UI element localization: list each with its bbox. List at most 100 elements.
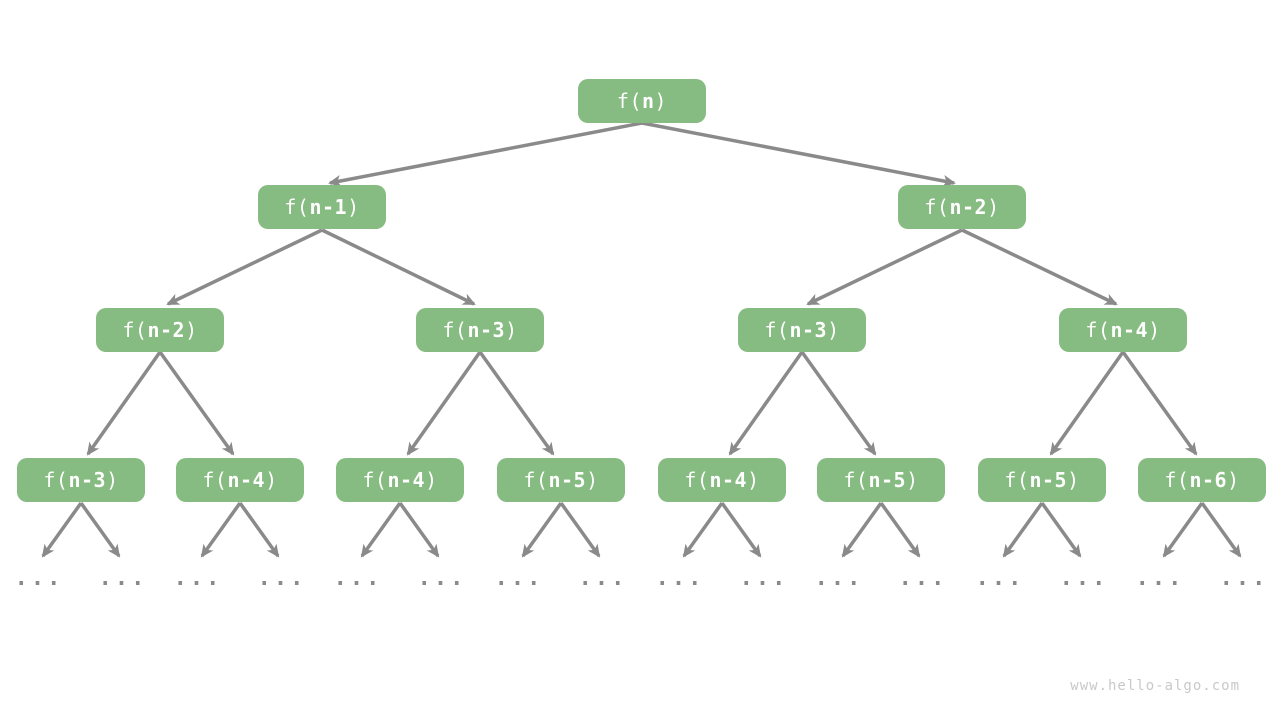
ellipsis: ... [257, 566, 307, 591]
edge [879, 501, 921, 558]
node-label-post: ) [586, 468, 599, 492]
node-label-pre: f( [1004, 468, 1030, 492]
ellipsis: ... [1059, 566, 1109, 591]
edge [720, 501, 762, 558]
edge [559, 501, 601, 558]
node-label-post: ) [1148, 318, 1161, 342]
ellipsis: ... [333, 566, 383, 591]
edge [841, 501, 883, 558]
edge [961, 228, 1118, 306]
tree-node: f(n-3) [17, 458, 145, 502]
tree-node: f(n-5) [978, 458, 1106, 502]
edge [1121, 350, 1198, 456]
ellipsis: ... [417, 566, 467, 591]
node-label-post: ) [106, 468, 119, 492]
edge [641, 121, 956, 187]
node-label-pre: f( [442, 318, 468, 342]
edge [86, 350, 162, 456]
node-label-post: ) [654, 89, 668, 113]
node-label-post: ) [747, 468, 760, 492]
tree-node: f(n-5) [817, 458, 945, 502]
node-label-post: ) [425, 468, 438, 492]
tree-node-root: f(n) [578, 79, 706, 123]
node-label-pre: f( [284, 195, 310, 219]
tree-node: f(n-4) [176, 458, 304, 502]
ellipsis: ... [814, 566, 864, 591]
tree-node: f(n-5) [497, 458, 625, 502]
tree-node: f(n-3) [738, 308, 866, 352]
edge [728, 350, 804, 456]
node-label-pre: f( [122, 318, 148, 342]
node-label-post: ) [1067, 468, 1080, 492]
node-label-arg: n-2 [949, 195, 988, 219]
edge [406, 350, 482, 456]
watermark: www.hello-algo.com [1070, 678, 1240, 694]
node-label-post: ) [987, 195, 1000, 219]
node-label-arg: n-4 [1110, 318, 1149, 342]
node-label-post: ) [265, 468, 278, 492]
node-label-pre: f( [924, 195, 950, 219]
node-label-arg: n-5 [548, 468, 587, 492]
ellipsis: ... [739, 566, 789, 591]
node-label-arg: n-5 [1029, 468, 1068, 492]
ellipsis: ... [975, 566, 1025, 591]
edge [200, 501, 242, 558]
node-label-arg: n-2 [147, 318, 186, 342]
edge [321, 228, 476, 306]
tree-node: f(n-2) [96, 308, 224, 352]
node-label-arg: n-3 [789, 318, 828, 342]
edge [360, 501, 402, 558]
ellipsis: ... [655, 566, 705, 591]
edge [800, 350, 877, 456]
tree-node: f(n-2) [898, 185, 1026, 229]
node-label-pre: f( [1085, 318, 1111, 342]
edge [1049, 350, 1125, 456]
ellipsis: ... [494, 566, 544, 591]
node-label-pre: f( [616, 89, 642, 113]
edge [1200, 501, 1242, 558]
node-label-pre: f( [523, 468, 549, 492]
node-label-post: ) [505, 318, 518, 342]
edge [806, 228, 963, 306]
node-label-arg: n [642, 89, 655, 113]
node-label-arg: n-4 [709, 468, 748, 492]
ellipsis: ... [1135, 566, 1185, 591]
node-label-arg: n-5 [868, 468, 907, 492]
node-label-pre: f( [1164, 468, 1190, 492]
edge [166, 228, 323, 306]
node-label-post: ) [185, 318, 198, 342]
ellipsis: ... [173, 566, 223, 591]
tree-node: f(n-4) [336, 458, 464, 502]
tree-node: f(n-4) [1059, 308, 1187, 352]
ellipsis: ... [1219, 566, 1269, 591]
node-label-arg: n-1 [309, 195, 348, 219]
ellipsis: ... [898, 566, 948, 591]
node-label-pre: f( [43, 468, 69, 492]
node-label-post: ) [906, 468, 919, 492]
node-label-arg: n-4 [387, 468, 426, 492]
tree-node: f(n-3) [416, 308, 544, 352]
node-label-arg: n-4 [227, 468, 266, 492]
node-label-pre: f( [202, 468, 228, 492]
edge [1040, 501, 1082, 558]
node-label-post: ) [827, 318, 840, 342]
edge [41, 501, 83, 558]
node-label-arg: n-3 [68, 468, 107, 492]
edge [158, 350, 235, 456]
ellipsis: ... [578, 566, 628, 591]
node-label-pre: f( [362, 468, 388, 492]
node-label-arg: n-3 [467, 318, 506, 342]
ellipsis: ... [98, 566, 148, 591]
node-label-pre: f( [843, 468, 869, 492]
edge [238, 501, 280, 558]
tree-node: f(n-6) [1138, 458, 1266, 502]
edge [398, 501, 440, 558]
ellipsis: ... [14, 566, 64, 591]
edge [521, 501, 563, 558]
node-label-post: ) [1227, 468, 1240, 492]
tree-node: f(n-4) [658, 458, 786, 502]
edge [682, 501, 724, 558]
edge [79, 501, 121, 558]
node-label-post: ) [347, 195, 360, 219]
